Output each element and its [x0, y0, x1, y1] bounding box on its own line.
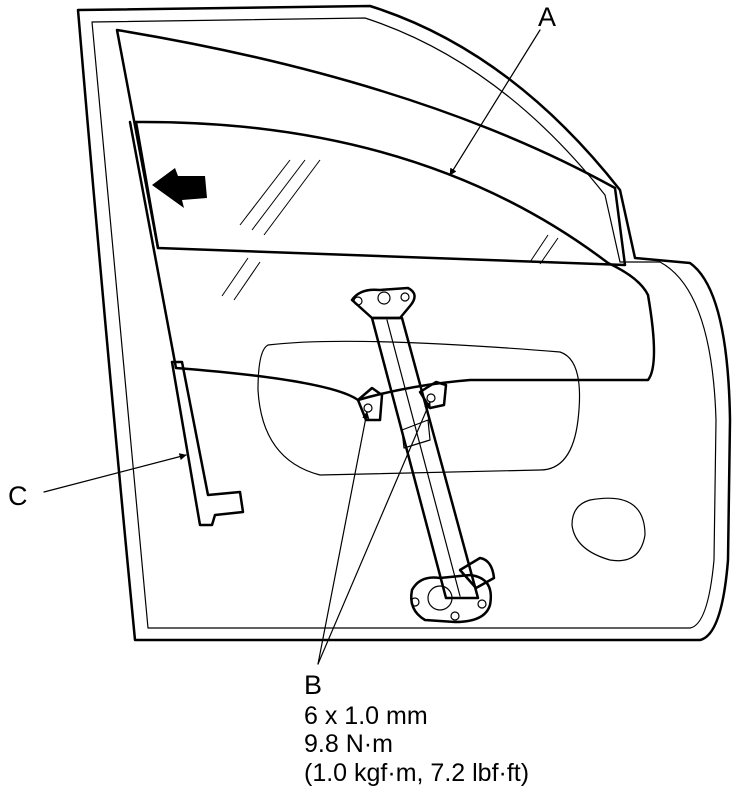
callout-label-a: A	[538, 2, 556, 32]
window-glass-outline	[128, 120, 656, 402]
rear-glass-run-channel	[170, 360, 245, 527]
torque-spec-alt-units: (1.0 kgf·m, 7.2 lbf·ft)	[304, 759, 529, 787]
callout-label-b: B	[304, 670, 322, 700]
door-inner-contour	[91, 17, 717, 629]
leader-line-c	[43, 453, 187, 493]
window-frame	[115, 28, 627, 267]
leader-line-b1	[317, 411, 370, 665]
leader-line-b2	[317, 401, 431, 665]
callout-label-c: C	[8, 481, 28, 511]
torque-spec-nm: 9.8 N·m	[304, 730, 393, 758]
arrow-left-icon	[152, 168, 207, 208]
speaker-opening	[571, 497, 646, 562]
fastener-size-spec: 6 x 1.0 mm	[304, 702, 428, 730]
door-service-opening	[257, 340, 581, 476]
window-glass-top-edge	[134, 120, 610, 265]
window-regulator	[350, 286, 496, 624]
leader-line-a	[449, 29, 541, 176]
glass-reflection-hatch	[221, 159, 559, 301]
door-outer-panel	[76, 4, 732, 642]
